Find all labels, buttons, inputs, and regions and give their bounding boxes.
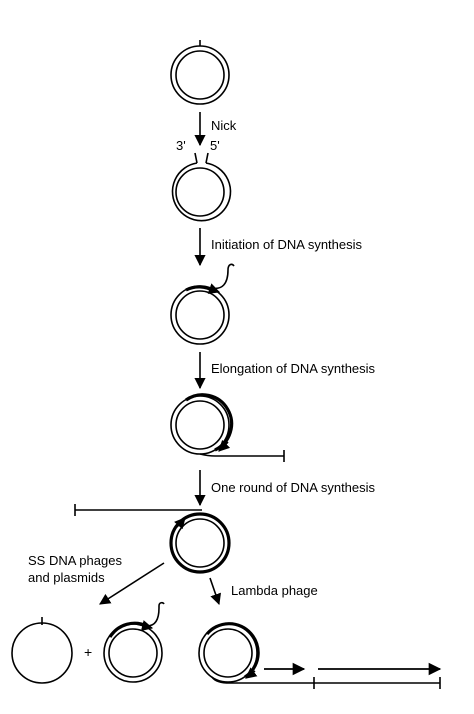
plus-sign: + — [84, 644, 93, 660]
elongation-label: Elongation of DNA synthesis — [211, 361, 376, 376]
ss-phages-label-line2: and plasmids — [28, 570, 105, 585]
initiation-circle — [170, 263, 235, 345]
one-round-label: One round of DNA synthesis — [211, 480, 376, 495]
nicked-plasmid-circle — [171, 152, 232, 222]
five-prime-end-label: 5' — [210, 138, 220, 153]
elongation-circle — [170, 393, 285, 462]
one-round-circle — [74, 504, 231, 574]
ss-circle-product — [11, 617, 73, 684]
three-prime-end-label: 3' — [176, 138, 186, 153]
lambda-phage-arrow — [209, 577, 221, 606]
ss-phage-arrow — [99, 562, 165, 605]
lambda-phage-label: Lambda phage — [231, 583, 318, 598]
new-round-circle — [103, 601, 165, 683]
initiation-label: Initiation of DNA synthesis — [211, 237, 363, 252]
nick-label: Nick — [211, 118, 237, 133]
lambda-concatemer — [198, 622, 442, 689]
intact-plasmid-circle — [170, 40, 230, 105]
ss-phages-label-line1: SS DNA phages — [28, 553, 122, 568]
